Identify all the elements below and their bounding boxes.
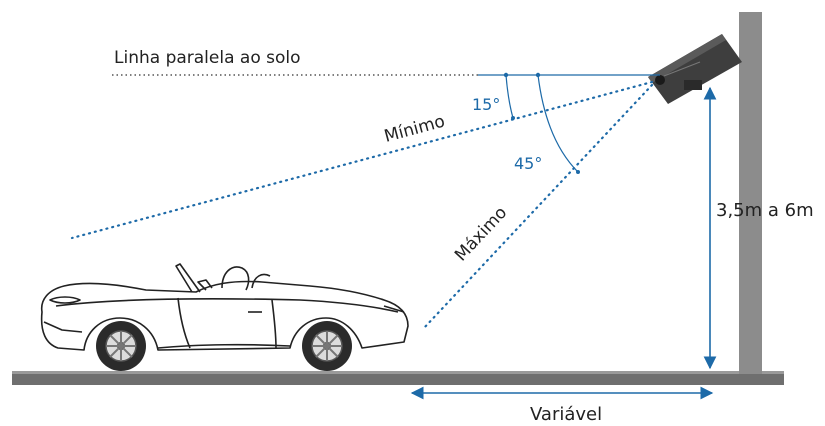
minimum-label: Mínimo [382, 112, 447, 147]
angle-min-label: 15° [472, 95, 500, 114]
car-illustration [40, 263, 409, 351]
car-wheel-rear [302, 321, 352, 371]
pole [739, 12, 762, 374]
distance-label: Variável [530, 404, 602, 425]
camera-icon [648, 34, 742, 104]
minimum-ray [70, 80, 654, 240]
angle-max-label: 45° [514, 154, 542, 173]
maximum-label: Máximo [451, 203, 511, 266]
ground [12, 371, 784, 385]
maximum-ray [422, 83, 654, 330]
height-label: 3,5m a 6m [716, 200, 814, 221]
angle-arc-45 [537, 74, 579, 173]
parallel-line-label: Linha paralela ao solo [114, 48, 301, 68]
car-wheel-front [96, 321, 146, 371]
angle-arc-15 [505, 74, 514, 119]
